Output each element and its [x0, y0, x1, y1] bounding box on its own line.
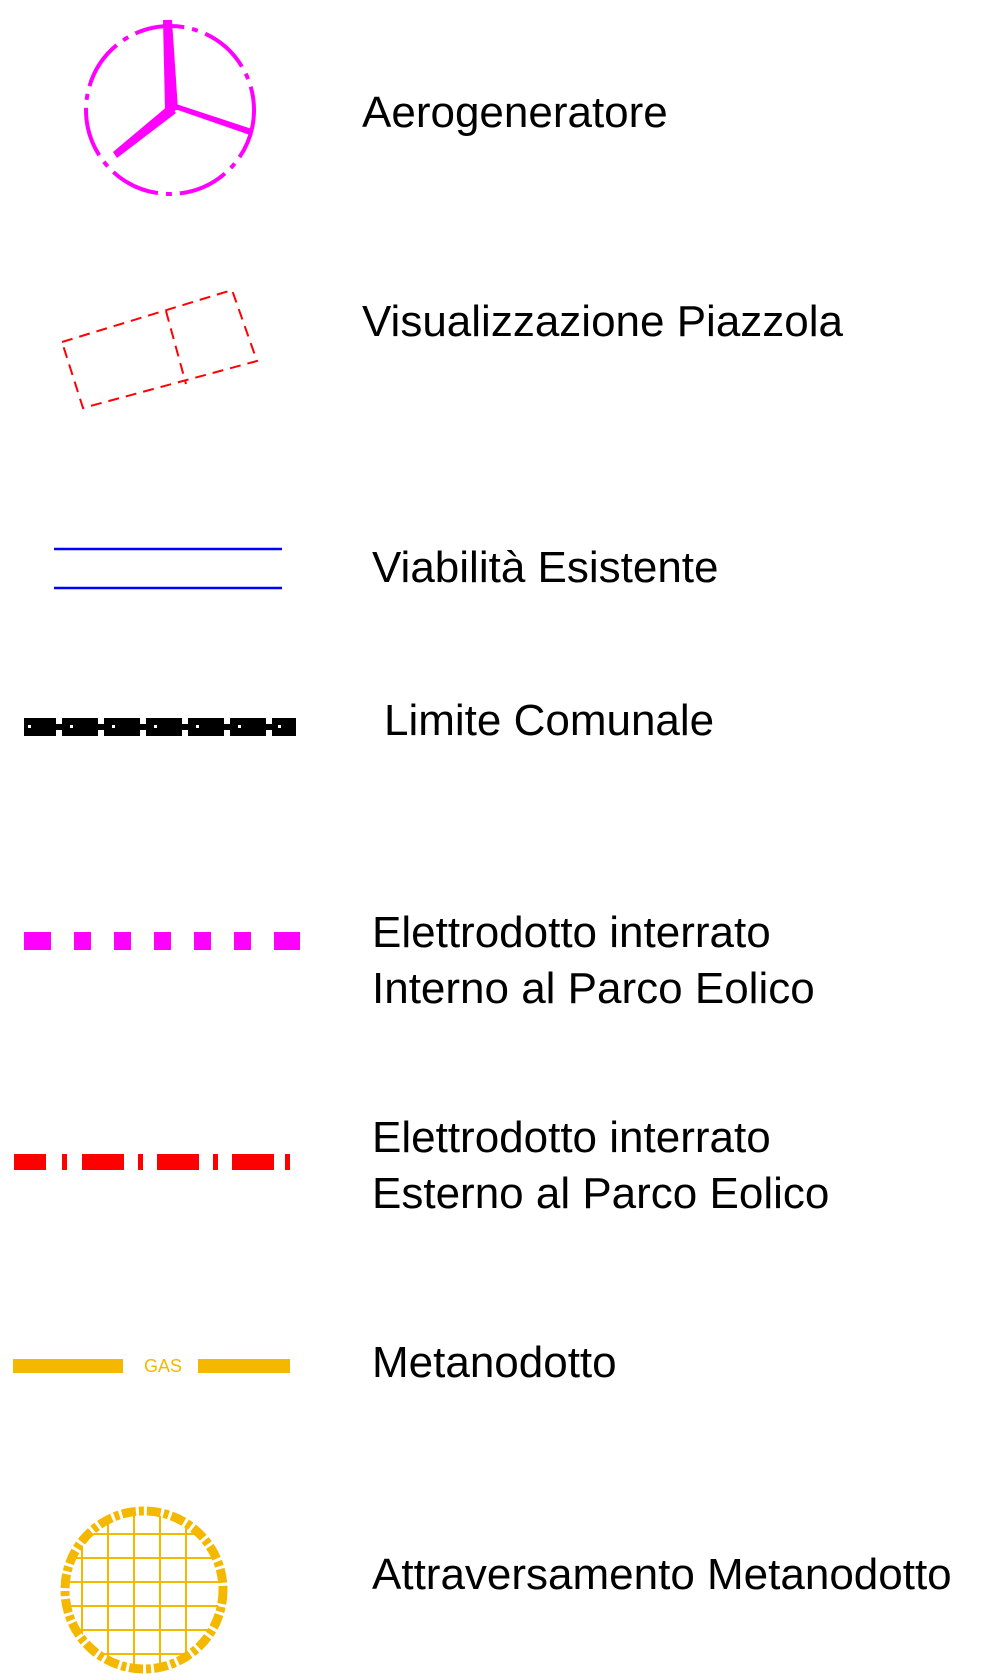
legend-label-limite: Limite Comunale [384, 696, 715, 745]
legend-label-metanodotto: Metanodotto [372, 1338, 617, 1387]
legend-label-aerogeneratore: Aerogeneratore [362, 88, 668, 137]
legend-label-interno: Elettrodotto interrato Interno al Parco … [372, 908, 815, 1013]
legend-label-piazzola: Visualizzazione Piazzola [362, 297, 844, 346]
double-line-icon [54, 547, 282, 590]
dotted-line-icon [24, 932, 300, 950]
boundary-line-icon [24, 718, 296, 736]
gas-line-icon: GAS [13, 1355, 293, 1379]
dash-dot-line-icon [14, 1154, 290, 1170]
wind-turbine-icon [84, 20, 256, 196]
legend-label-attraversamento: Attraversamento Metanodotto [372, 1550, 952, 1599]
grid-circle-icon [60, 1506, 228, 1674]
pad-outline-icon [60, 288, 259, 410]
gas-line-text: GAS [143, 1356, 182, 1376]
legend-label-esterno: Elettrodotto interrato Esterno al Parco … [372, 1113, 830, 1218]
legend-label-viabilita: Viabilità Esistente [372, 543, 719, 592]
